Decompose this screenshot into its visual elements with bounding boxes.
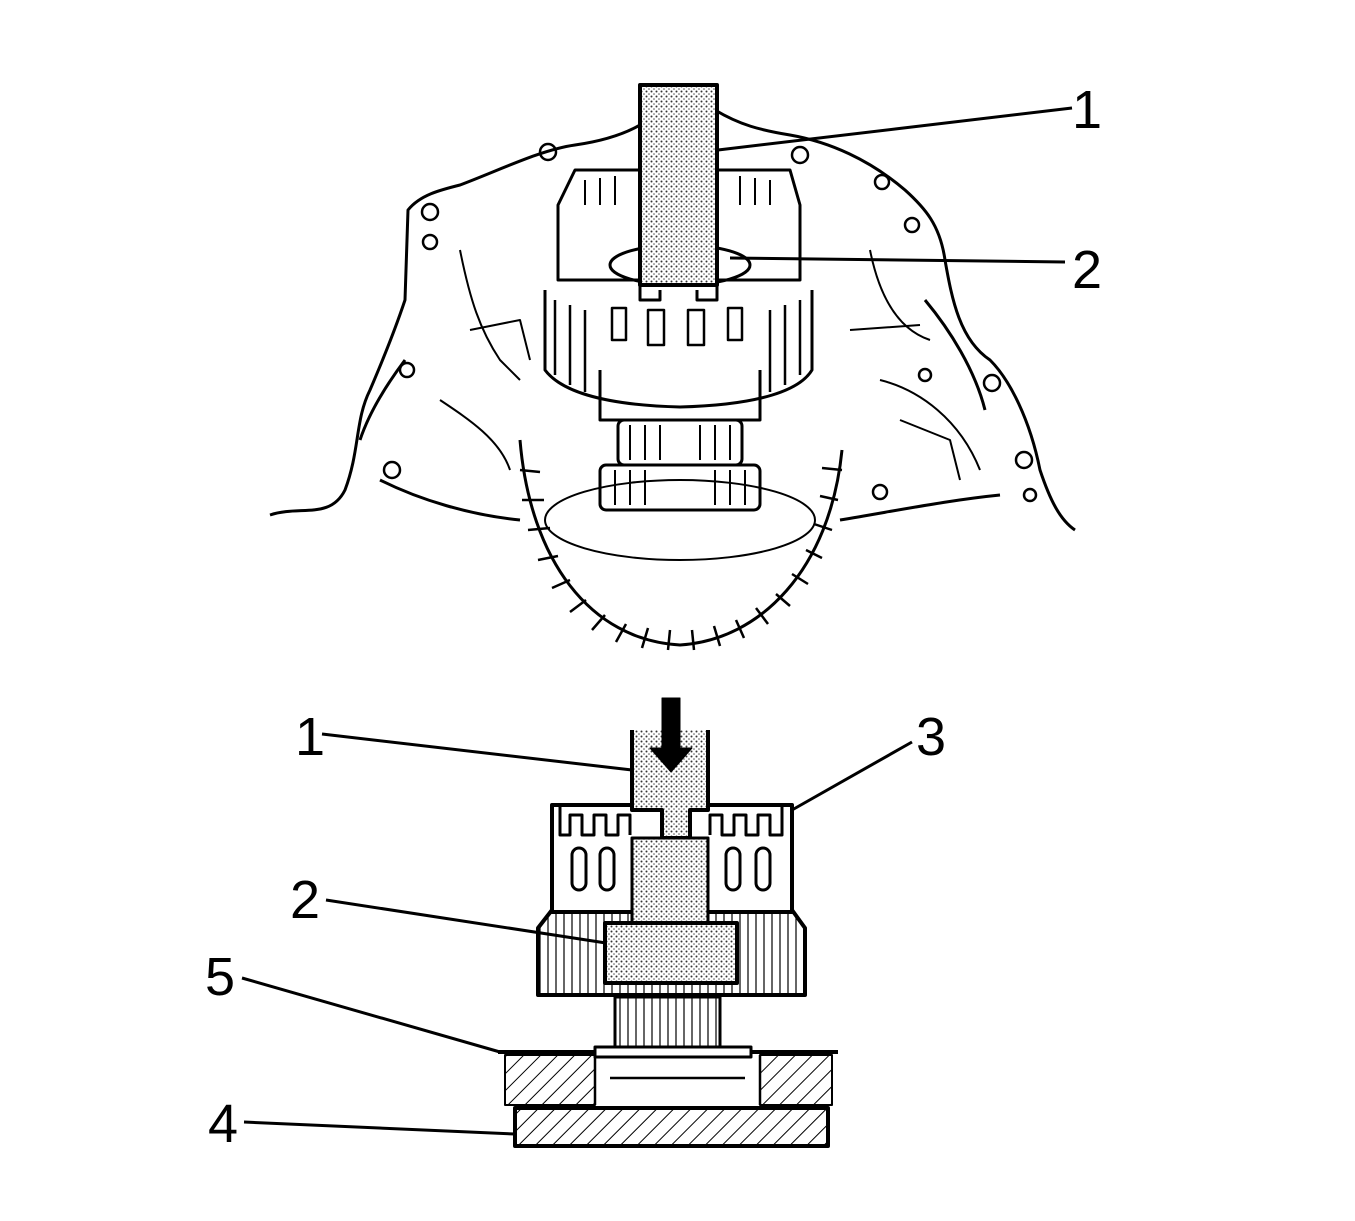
large-helical-gear — [518, 439, 844, 647]
leader-tool-top — [717, 106, 1073, 152]
callout-bearing-bottom: 2 — [290, 870, 320, 930]
callout-support: 5 — [205, 947, 235, 1007]
top-leaders — [717, 106, 1073, 264]
synchro-sleeve-top — [556, 168, 802, 282]
press-direction-arrow — [649, 697, 693, 773]
bearing-rollers — [629, 425, 731, 460]
bearing-cage — [616, 418, 744, 467]
clutch-gear-teeth — [553, 300, 802, 392]
sleeve-teeth — [558, 805, 784, 837]
large-gear-teeth — [519, 466, 843, 651]
case-bolt-holes — [382, 142, 1038, 503]
tool-tip — [638, 285, 719, 302]
base-plate — [513, 1106, 830, 1148]
gear-hub-ring — [544, 479, 816, 561]
lower-bearing-rollers — [614, 470, 746, 505]
bottom-view — [498, 697, 838, 1148]
tool-stem — [630, 836, 710, 925]
lower-bearing — [598, 463, 762, 512]
support-right-hatch — [759, 1054, 833, 1106]
shaft-collar — [593, 1045, 753, 1059]
leader-base-plate — [243, 1120, 516, 1136]
installer-tool — [638, 83, 719, 287]
callout-sleeve: 3 — [916, 707, 946, 767]
clutch-gear — [543, 290, 814, 409]
hub-body — [598, 370, 762, 422]
callout-tool-top: 1 — [1072, 80, 1102, 140]
top-view — [269, 83, 1076, 651]
case-flange — [358, 299, 1001, 522]
support-bore — [593, 1055, 762, 1105]
bearing-section — [603, 921, 739, 985]
callout-base-plate: 4 — [208, 1094, 238, 1154]
leader-bearing-bottom — [325, 898, 607, 945]
leader-bearing-top — [729, 256, 1066, 264]
synchro-splines — [584, 176, 771, 205]
case-ribs — [439, 249, 981, 481]
splined-shaft — [613, 995, 722, 1054]
callout-tool-bottom: 1 — [295, 707, 325, 767]
synchro-slots — [610, 306, 744, 347]
leader-sleeve — [791, 740, 913, 812]
leader-tool-bottom — [321, 732, 633, 772]
callout-bearing-top: 2 — [1072, 240, 1102, 300]
leader-support — [241, 976, 501, 1054]
bottom-leaders — [241, 732, 913, 1136]
support-left-hatch — [504, 1054, 596, 1106]
